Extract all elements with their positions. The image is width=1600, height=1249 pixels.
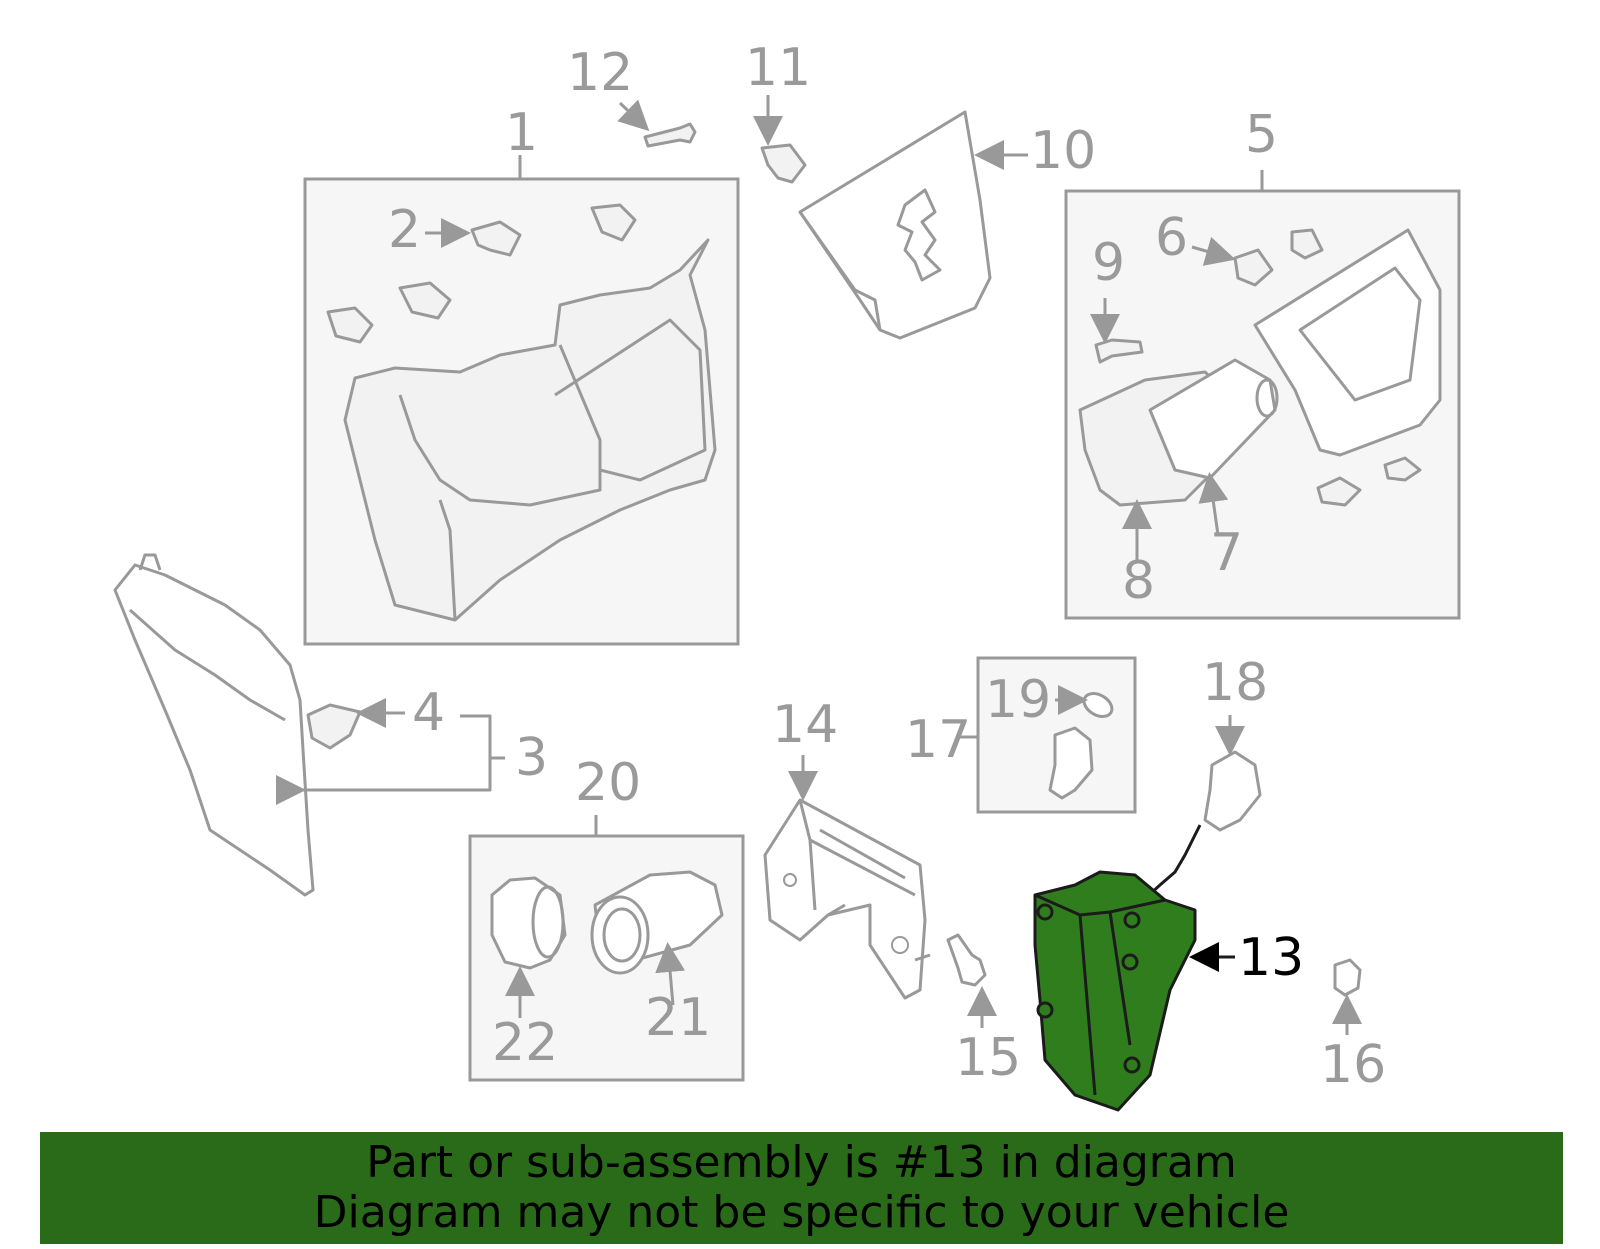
side-panel-shape [113, 563, 315, 897]
outlet-box-group [468, 815, 745, 1082]
callout-16: 16 [1320, 1035, 1386, 1095]
callout-12: 12 [567, 43, 633, 103]
trim-plate-shape [1253, 228, 1442, 457]
callout-20: 20 [575, 753, 641, 813]
console-panel-shape [343, 238, 717, 622]
callout-13: 13 [1238, 928, 1304, 988]
clip-6-shape [1233, 248, 1274, 287]
nut-16-shape [1333, 958, 1362, 997]
info-banner: Part or sub-assembly is #13 in diagram D… [40, 1132, 1563, 1244]
shifter-bezel-10-shape [798, 110, 992, 340]
callout-9: 9 [1092, 233, 1125, 293]
callout-11: 11 [745, 38, 811, 98]
callout-2: 2 [388, 200, 421, 260]
callout-1: 1 [505, 103, 538, 163]
clip-4-shape [306, 703, 362, 750]
knob-17-shape [1048, 726, 1094, 800]
callout-4: 4 [412, 683, 445, 743]
bolt-15-shape [946, 933, 987, 987]
shifter-13-shape [1033, 870, 1197, 1112]
knob-box-group [960, 656, 1137, 814]
callout-10: 10 [1030, 121, 1096, 181]
callout-22: 22 [492, 1013, 558, 1073]
callout-6: 6 [1155, 208, 1188, 268]
callout-15: 15 [955, 1028, 1021, 1088]
nut-16-group [1332, 958, 1362, 1035]
bracket-14-group [763, 755, 931, 1000]
knob-18-group [1203, 715, 1262, 832]
bracket-14-shape [763, 798, 927, 1000]
shifter-13-group [1033, 824, 1235, 1112]
banner-line-1: Part or sub-assembly is #13 in diagram [366, 1137, 1237, 1188]
cupholder-group [1064, 170, 1461, 620]
banner-line-2: Diagram may not be specific to your vehi… [313, 1187, 1290, 1238]
clip-11-shape [760, 143, 807, 184]
callout-3: 3 [515, 728, 548, 788]
callout-17: 17 [905, 710, 971, 770]
knob-18-shape [1203, 750, 1262, 832]
callout-8: 8 [1122, 551, 1155, 611]
callout-19: 19 [985, 670, 1051, 730]
callout-21: 21 [645, 988, 711, 1048]
callout-7: 7 [1210, 523, 1243, 583]
upper-parts-group [617, 95, 1028, 340]
callout-14: 14 [772, 695, 838, 755]
callout-18: 18 [1202, 653, 1268, 713]
screw-12-shape [643, 122, 697, 148]
console-panel-group [303, 155, 740, 646]
bolt-15-group [946, 933, 997, 1028]
callout-labels: 1 2 3 4 5 6 7 8 9 10 11 12 13 14 15 16 1… [388, 38, 1386, 1095]
callout-5: 5 [1245, 105, 1278, 165]
clip-2-shape [470, 220, 522, 257]
side-panel-group [113, 553, 505, 897]
